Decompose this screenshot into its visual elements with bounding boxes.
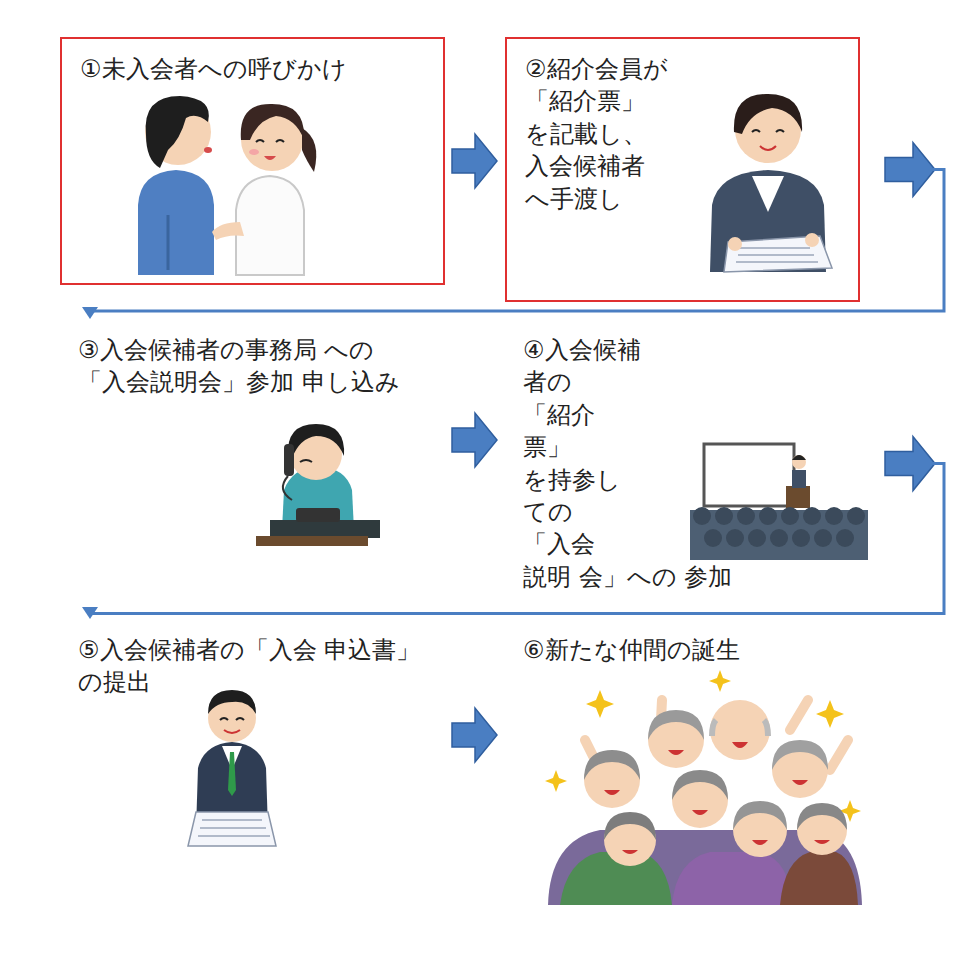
step-text: ④入会候補者の「紹介 票」を持参しての「入会 説明 会」への 参加 — [523, 336, 732, 591]
step-box: ②紹介会員が「紹介票」 を記載し、 入会候補者 へ手渡し — [505, 37, 860, 302]
step-text: ③入会候補者の事務局 への「入会説明会」参加 申し込み — [78, 336, 400, 396]
step-panel: ④入会候補者の「紹介 票」を持参しての「入会 説明 会」への 参加 — [505, 320, 860, 607]
flow-arrow — [452, 708, 497, 762]
cheering-crowd — [545, 670, 862, 905]
man-with-form — [188, 690, 276, 846]
woman-on-phone — [256, 424, 380, 546]
step-panel: ⑤入会候補者の「入会 申込書」の提出 — [60, 620, 445, 850]
flow-arrow — [452, 134, 497, 188]
seminar-scene — [690, 444, 868, 560]
flow-arrow — [452, 413, 497, 467]
illustration-spacer — [715, 86, 840, 286]
illustration-spacer — [643, 400, 842, 550]
flow-arrow — [82, 437, 944, 619]
step-panel: ⑥新たな仲間の誕生 — [505, 620, 860, 920]
step-panel: ③入会候補者の事務局 への「入会説明会」参加 申し込み — [60, 320, 445, 560]
flow-arrow — [82, 143, 944, 320]
woman-with-slip — [710, 94, 832, 272]
step-box: ①未入会者への呼びかけ — [60, 37, 445, 285]
talking-people — [138, 96, 316, 275]
step-text: ⑥新たな仲間の誕生 — [523, 636, 740, 664]
step-text: ⑤入会候補者の「入会 申込書」の提出 — [78, 636, 420, 696]
step-text: ①未入会者への呼びかけ — [80, 55, 347, 83]
step-text: ②紹介会員が「紹介票」 を記載し、 入会候補者 へ手渡し — [525, 55, 668, 213]
